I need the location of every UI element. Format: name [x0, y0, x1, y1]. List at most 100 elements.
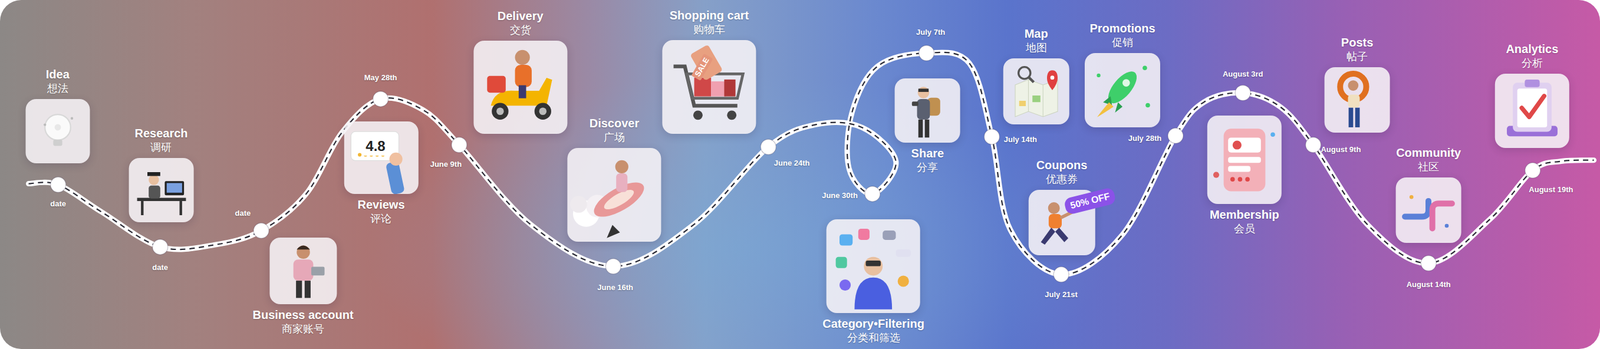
milestone-title: Reviews — [357, 197, 405, 213]
milestone-title: Idea — [45, 67, 70, 82]
milestone-dot — [605, 258, 621, 275]
milestone-date: date — [235, 208, 252, 219]
milestone-date: July 21st — [1044, 290, 1078, 300]
milestone-card — [894, 78, 961, 143]
milestone-dot — [152, 239, 169, 255]
milestone-date: June 9th — [430, 159, 462, 170]
milestone-illustration — [662, 40, 756, 134]
milestone-illustration — [567, 147, 661, 242]
milestone-date: July 7th — [916, 27, 946, 38]
milestone-card — [1002, 58, 1070, 125]
milestone-subtitle: 广场 — [603, 130, 625, 145]
milestone-illustration — [269, 237, 337, 305]
milestone-dot — [1525, 162, 1541, 179]
milestone-date: June 24th — [774, 158, 811, 169]
milestone-date: August 19th — [1528, 185, 1573, 195]
milestone-dot — [864, 186, 881, 202]
milestone: Community社区 — [1396, 145, 1462, 243]
milestone-title: Delivery — [497, 8, 544, 24]
milestone-subtitle: 分类和筛选 — [847, 331, 901, 345]
milestone-title: Research — [134, 126, 188, 141]
milestone-card — [826, 219, 921, 314]
milestone: Posts帖子 — [1324, 35, 1391, 133]
milestone-title: Share — [911, 146, 945, 161]
milestone-subtitle: 会员 — [1233, 222, 1256, 236]
milestone: Category•Filtering分类和筛选 — [822, 219, 925, 345]
milestone-dot — [1235, 85, 1251, 101]
milestone-illustration — [1207, 115, 1282, 205]
milestone-illustration — [25, 99, 90, 164]
milestone-subtitle: 想法 — [47, 81, 69, 96]
milestone: Delivery交货 — [473, 8, 568, 134]
milestone-subtitle: 帖子 — [1346, 50, 1368, 64]
milestone-dot — [983, 129, 1000, 145]
milestone-illustration — [1396, 177, 1462, 243]
milestone-date: June 30th — [821, 191, 858, 201]
milestone-dot — [1420, 255, 1437, 272]
milestone-dot — [451, 137, 467, 153]
milestone-card — [269, 237, 337, 305]
milestone-title: Membership — [1209, 207, 1280, 223]
milestone-illustration — [826, 219, 921, 314]
milestone-card — [1084, 53, 1161, 128]
milestone-title: Shopping cart — [669, 8, 749, 23]
track-line — [28, 52, 1595, 275]
milestone-subtitle: 社区 — [1417, 160, 1440, 174]
milestone-card — [662, 40, 756, 134]
milestone-title: Coupons — [1036, 157, 1088, 173]
milestone-subtitle: 交货 — [509, 23, 532, 38]
milestone-title: Posts — [1341, 35, 1374, 51]
milestone-date: August 3rd — [1222, 69, 1264, 79]
milestone-date: May 28th — [364, 73, 398, 83]
milestone-dot — [253, 222, 269, 239]
milestone-date: July 14th — [1003, 135, 1037, 145]
milestone: Shopping cart购物车 — [662, 8, 756, 134]
milestone-title: Analytics — [1505, 41, 1559, 57]
milestone-dot — [919, 45, 935, 61]
milestone-dot — [50, 176, 67, 193]
milestone-card — [343, 121, 418, 194]
milestone-date: June 16th — [597, 282, 634, 293]
milestone-card — [1495, 73, 1570, 148]
milestone-illustration — [343, 121, 418, 194]
milestone-card — [1396, 177, 1462, 243]
milestone-subtitle: 分析 — [1521, 56, 1543, 71]
milestone-illustration — [1324, 67, 1391, 133]
milestone-illustration — [894, 78, 961, 143]
milestone-subtitle: 调研 — [150, 140, 172, 155]
track-dashes — [28, 52, 1595, 275]
milestone-title: Category•Filtering — [822, 316, 925, 332]
milestone-subtitle: 地图 — [1025, 41, 1048, 55]
milestone-card — [128, 157, 194, 223]
milestone: Promotions促销 — [1084, 21, 1161, 128]
milestone-title: Business account — [252, 307, 354, 323]
milestone: Discover广场 — [567, 116, 661, 242]
milestone-date: date — [50, 199, 67, 209]
milestone-dot — [1053, 267, 1069, 283]
milestone-card — [567, 147, 661, 242]
milestone: Research调研 — [128, 126, 194, 223]
milestone: Share分享 — [894, 78, 961, 175]
milestone: Map地图 — [1002, 26, 1070, 125]
milestone-title: Community — [1396, 145, 1461, 161]
milestone-card — [473, 40, 568, 134]
milestone-illustration — [473, 40, 568, 134]
milestone-title: Map — [1024, 26, 1049, 42]
milestone: Analytics分析 — [1495, 41, 1570, 148]
milestone-subtitle: 分享 — [916, 160, 938, 175]
milestone-subtitle: 促销 — [1111, 35, 1134, 50]
rating-badge: 4.8 — [360, 136, 390, 156]
milestone-card — [1324, 67, 1391, 133]
milestone-card — [25, 99, 90, 164]
milestone-illustration — [1495, 73, 1570, 148]
milestone-dot — [373, 91, 389, 107]
milestone-subtitle: 购物车 — [693, 22, 726, 37]
milestone-date: August 9th — [1320, 145, 1361, 155]
milestone-dot — [1167, 127, 1184, 144]
milestone-illustration — [1084, 53, 1161, 128]
milestone-subtitle: 评论 — [370, 212, 392, 226]
milestone-date: July 28th — [1128, 133, 1162, 144]
milestone-subtitle: 商家账号 — [281, 322, 325, 337]
milestone-dot — [1305, 137, 1322, 153]
